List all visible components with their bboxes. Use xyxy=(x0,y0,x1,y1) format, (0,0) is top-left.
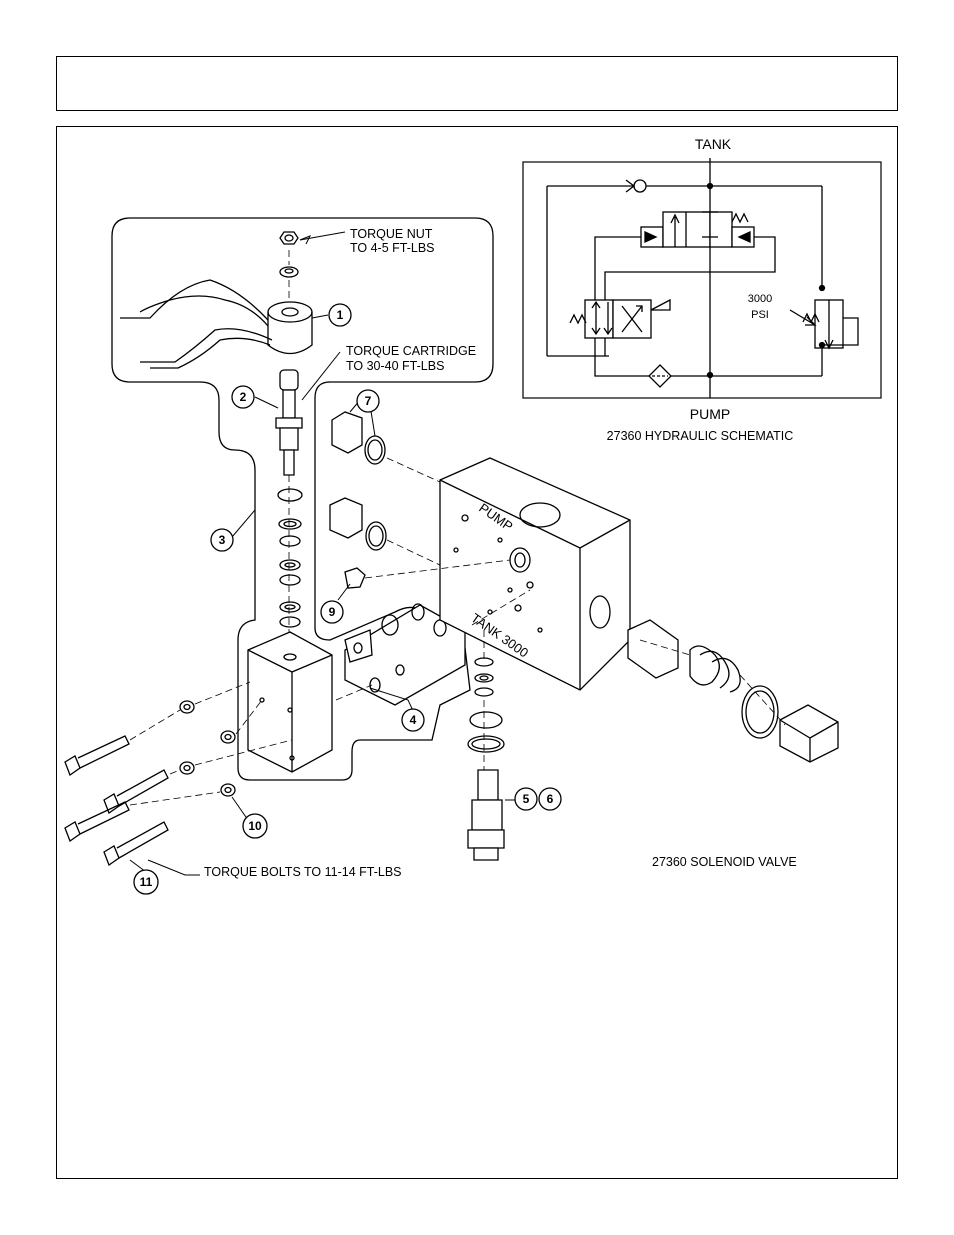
leader-lines xyxy=(129,231,515,876)
callout-2: 2 xyxy=(240,390,247,404)
header-box xyxy=(56,56,898,111)
note-torque-bolts: TORQUE BOLTS TO 11-14 FT-LBS xyxy=(204,865,402,879)
torque-nut xyxy=(279,231,299,245)
note-torque-nut-line2: TO 4-5 FT-LBS xyxy=(350,241,435,255)
relief-valve-symbol: 3000 PSI xyxy=(748,284,859,376)
callout-10: 10 xyxy=(248,819,262,833)
callout-3: 3 xyxy=(219,533,226,547)
notes: TORQUE NUT TO 4-5 FT-LBS TORQUE CARTRIDG… xyxy=(204,227,797,879)
solenoid-valve-symbol xyxy=(569,298,671,339)
coil-mount-block xyxy=(247,631,333,773)
relief-pressure-unit: PSI xyxy=(751,309,769,321)
schematic-junction xyxy=(706,371,714,379)
schematic-border xyxy=(522,161,882,399)
plug-fittings xyxy=(329,411,387,589)
valve-caption: 27360 SOLENOID VALVE xyxy=(652,855,797,869)
hydraulic-schematic: TANK PUMP 27360 HYDRAULIC SCHEMATIC xyxy=(522,136,882,443)
o-ring-stack xyxy=(277,488,303,628)
directional-valve-symbol xyxy=(640,211,755,248)
manifold-block: PUMP TANK 3000 xyxy=(439,457,631,691)
callout-9: 9 xyxy=(329,605,336,619)
callouts: 1 2 3 4 5 6 7 9 10 11 xyxy=(133,303,562,895)
note-torque-nut-line1: TORQUE NUT xyxy=(350,227,433,241)
diagram-frame xyxy=(56,126,898,1179)
relief-pressure-value: 3000 xyxy=(748,293,772,305)
solenoid-coil xyxy=(120,279,313,369)
callout-11: 11 xyxy=(140,875,153,889)
assembly-outline xyxy=(111,217,494,781)
note-torque-cartridge-line1: TORQUE CARTRIDGE xyxy=(346,344,476,358)
schematic-tank-label: TANK xyxy=(695,136,732,152)
callout-4: 4 xyxy=(410,713,417,727)
callout-6: 6 xyxy=(547,792,554,806)
filter-symbol xyxy=(648,364,672,388)
note-torque-cartridge-line2: TO 30-40 FT-LBS xyxy=(346,359,444,373)
check-valve-symbol xyxy=(625,179,647,193)
callout-5: 5 xyxy=(523,792,530,806)
callout-7: 7 xyxy=(365,394,372,408)
washer xyxy=(279,266,299,278)
schematic-caption: 27360 HYDRAULIC SCHEMATIC xyxy=(607,429,794,443)
solenoid-cartridge xyxy=(275,369,303,476)
schematic-pump-label: PUMP xyxy=(690,406,730,422)
assembly-centerlines xyxy=(129,250,786,806)
valve-plate xyxy=(344,603,466,706)
bolt-washers xyxy=(179,700,236,797)
lower-cartridge xyxy=(467,657,505,861)
callout-1: 1 xyxy=(337,308,344,322)
mounting-bolts xyxy=(64,735,169,867)
relief-cartridge-parts xyxy=(627,619,839,763)
